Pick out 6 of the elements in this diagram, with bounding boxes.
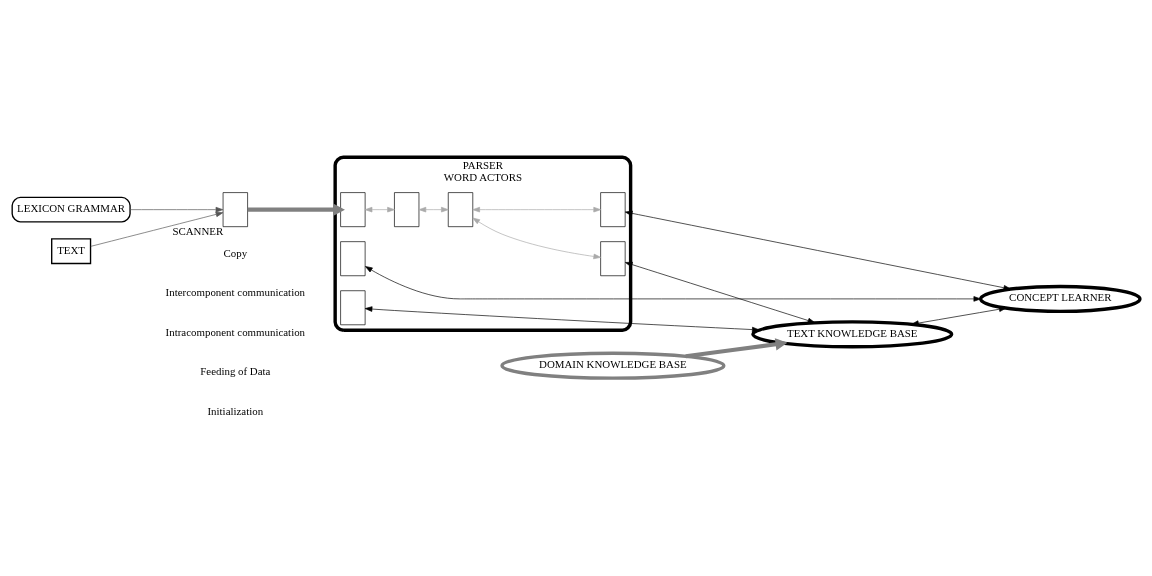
legend-label: Intercomponent communication bbox=[165, 286, 306, 299]
legend-label: Intracomponent communication bbox=[165, 325, 306, 338]
legend-label: Initialization bbox=[207, 404, 264, 417]
node-label: SCANNER bbox=[172, 225, 224, 238]
legend-label: Copy bbox=[223, 246, 248, 259]
legend-label: Feeding of Data bbox=[200, 365, 271, 378]
